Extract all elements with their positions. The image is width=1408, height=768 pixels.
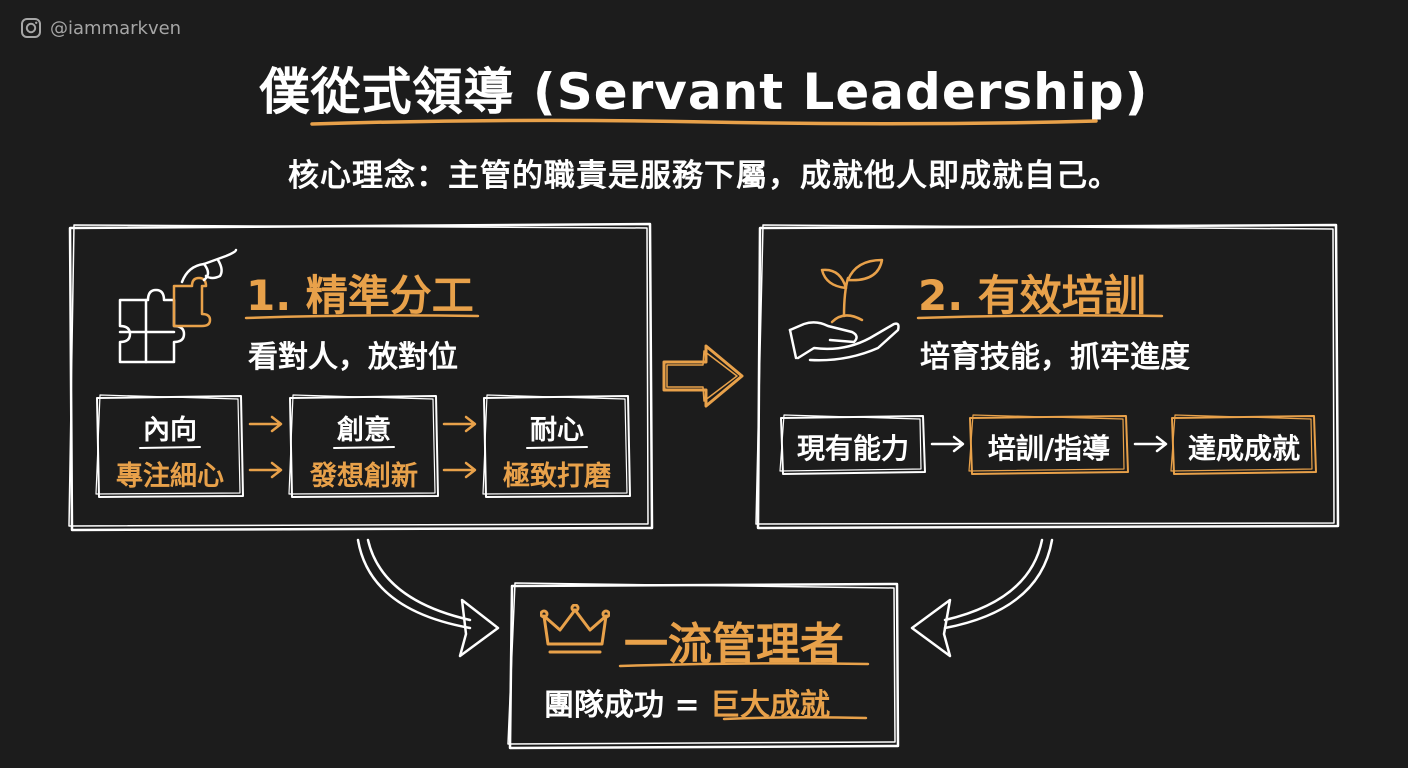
trait-sub-creative: 發想創新 [310, 461, 418, 492]
trait-label-patient: 耐心 [530, 415, 584, 446]
trait-label-introvert: 內向 [143, 415, 197, 446]
equation-equals: = [674, 688, 700, 723]
handle-text: @iammarkven [50, 17, 182, 39]
title-underline [310, 118, 1098, 126]
flow-step-training: 培訓/指導 [987, 432, 1111, 465]
instagram-icon [21, 18, 41, 38]
flow-step-current-ability: 現有能力 [796, 432, 909, 465]
page-title: 僕從式領導 (Servant Leadership) [259, 63, 1149, 121]
equation-left: 團隊成功 [544, 688, 664, 723]
panel1-heading: 1. 精準分工 [246, 271, 474, 320]
core-concept: 核心理念：主管的職責是服務下屬，成就他人即成就自己。 [288, 158, 1120, 194]
panel1-tagline: 看對人，放對位 [248, 340, 458, 375]
equation-right: 巨大成就 [710, 688, 831, 723]
trait-label-creative: 創意 [337, 415, 391, 446]
sprout-hand-icon [788, 258, 900, 362]
result-equation: 團隊成功 = 巨大成就 [544, 680, 830, 724]
panel2-tagline: 培育技能，抓牢進度 [920, 340, 1190, 375]
result-heading: 一流管理者 [624, 619, 844, 670]
crown-icon [540, 604, 610, 654]
trait-sub-patient: 極致打磨 [503, 461, 611, 492]
puzzle-hand-icon [118, 248, 238, 364]
flow-step-achievement: 達成成就 [1187, 432, 1300, 465]
social-handle: @iammarkven [20, 16, 181, 40]
trait-sub-introvert: 專注細心 [116, 461, 224, 492]
panel2-heading: 2. 有效培訓 [918, 271, 1146, 320]
